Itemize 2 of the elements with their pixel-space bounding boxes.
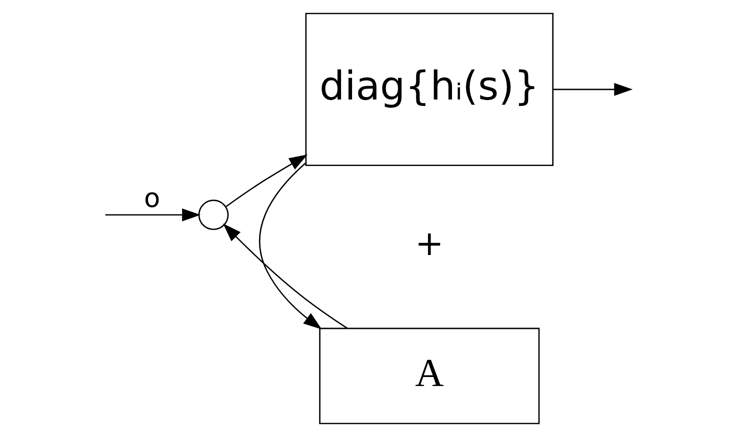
edge-label: o: [144, 182, 160, 214]
label: +: [414, 224, 444, 264]
